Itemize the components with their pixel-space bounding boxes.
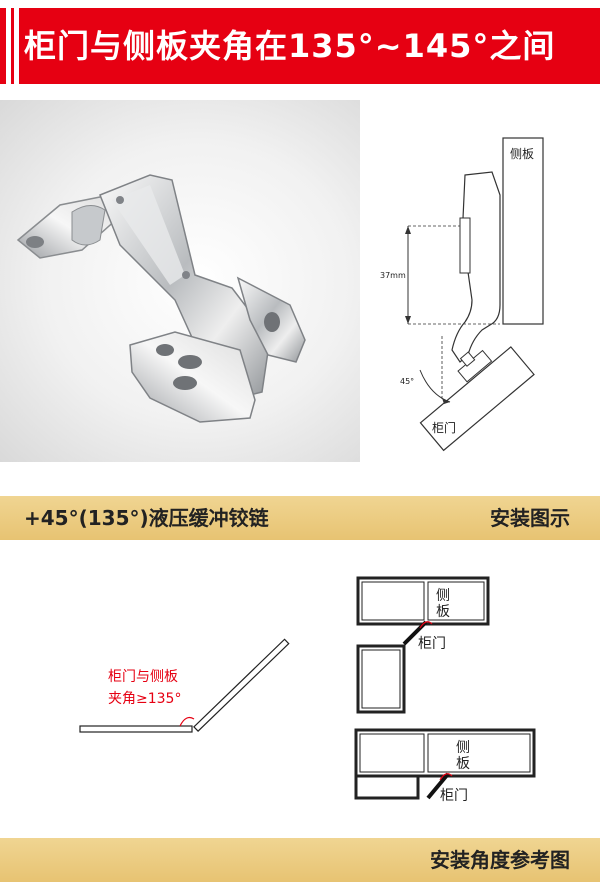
cabinet-bottom-door-label: 柜门 [440,788,468,804]
cabinet-top-door-label: 柜门 [418,636,446,652]
hinge-arm-shape [451,171,501,363]
product-name: +45°(135°)液压缓冲铰链 [24,506,269,530]
angle-label: 45° [400,377,414,386]
angle-door-shape [193,638,290,733]
header-stripe [14,8,19,84]
cabinet-top-side-line1: 侧 [436,588,450,604]
cabinet-top-door [402,620,428,646]
section-label: 安装图示 [490,506,570,530]
install-diagram: 侧板 37mm 45° 柜门 [360,100,600,480]
angle-panel-shape [79,725,193,733]
header: 柜门与侧板夹角在135°~145°之间 [0,0,600,92]
cabinet-bottom-side-line1: 侧 [456,740,470,756]
door-panel-shape [419,346,535,452]
dimension-label: 37mm [380,271,406,280]
cabinet-bottom-door [426,772,450,800]
cabinet-bottom-lower [354,774,420,800]
page-title: 柜门与侧板夹角在135°~145°之间 [24,27,556,65]
angle-diagrams: 柜门与侧板 夹角≥135° 侧 板 柜门 侧 板 柜门 [0,542,600,842]
angle-diagram-svg: 侧 板 柜门 侧 板 柜门 [79,576,536,804]
cabinet-top-side-line2: 板 [436,604,450,620]
angle-note-line2: 夹角≥135° [108,691,182,707]
header-bar [0,8,600,84]
side-panel-label: 侧板 [510,147,534,161]
side-panel-shape [502,137,544,325]
door-label: 柜门 [432,420,456,435]
angle-note-line1: 柜门与侧板 [108,669,178,685]
product-photo [0,100,360,462]
hinge-illustration [16,174,306,423]
install-diagram-svg: 侧板 37mm 45° 柜门 [380,137,544,452]
cabinet-bottom-side-line2: 板 [456,756,470,772]
footer-band: 安装角度参考图 [0,838,600,882]
header-stripe [6,8,11,84]
footer-label: 安装角度参考图 [430,848,570,872]
product-band: +45°(135°)液压缓冲铰链 安装图示 [0,496,600,540]
